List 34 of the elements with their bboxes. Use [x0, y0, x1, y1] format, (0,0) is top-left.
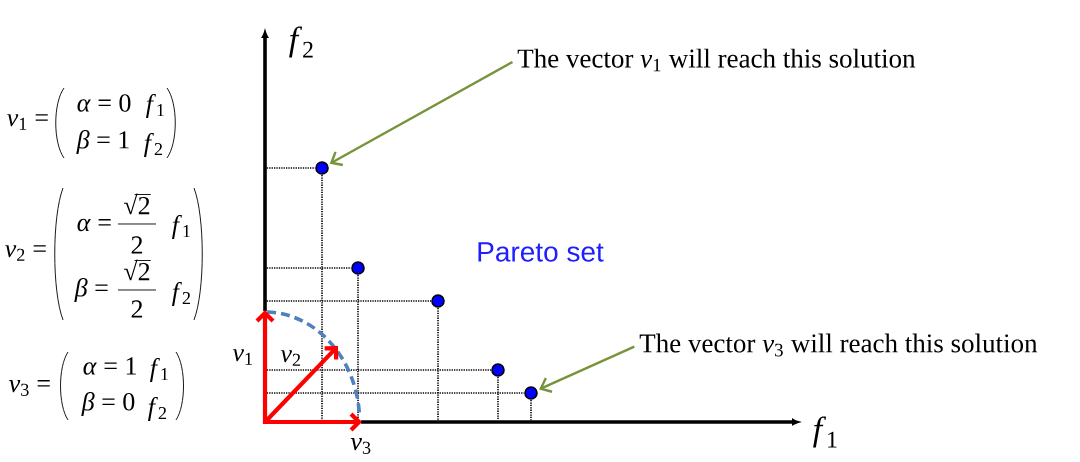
formula-text: v$_{2}$ = — [5, 245, 46, 261]
arrow — [329, 60, 514, 167]
data-point — [351, 261, 365, 275]
formula-text: f$_{2}$ — [148, 397, 166, 421]
formula-text: α = — [77, 218, 111, 232]
plot-annotation: Pareto set — [478, 242, 604, 262]
formula-text: α = 0 — [77, 94, 131, 112]
formula-text: f$_{1}$ — [150, 358, 168, 382]
axis-label: f$_{2}$ — [289, 26, 313, 58]
data-point — [431, 294, 445, 308]
formula-text: f$_{1}$ — [146, 94, 164, 118]
data-point — [524, 386, 538, 400]
formula-text: β = 0 — [81, 392, 135, 416]
arrow — [539, 345, 635, 393]
data-point — [491, 363, 505, 377]
formula-text: 2 — [131, 236, 143, 254]
formula-text: v$_{3}$ = — [9, 380, 50, 396]
formula-text: √2 — [124, 259, 152, 281]
formula-text: β = — [74, 278, 108, 302]
formula-text: f$_{2}$ — [144, 133, 162, 157]
formula-text: v$_{1}$ = — [7, 114, 48, 130]
annotation-text: The vector v$_{1}$ will reach this solution — [517, 48, 916, 72]
formula-text: 2 — [131, 300, 143, 318]
formula-text: β = 1 — [76, 130, 129, 154]
axis-label: f$_{1}$ — [813, 416, 837, 448]
annotation-text: The vector v$_{3}$ will reach this solution — [639, 333, 1038, 357]
data-point — [315, 161, 329, 175]
formula-text: √2 — [124, 193, 152, 215]
formula-text: α = 1 — [83, 357, 136, 375]
vector-label: v$_{1}$ — [232, 349, 252, 365]
formula-text: f$_{2}$ — [172, 282, 190, 306]
formula-text: f$_{1}$ — [172, 215, 190, 239]
vector-label: v$_{2}$ — [280, 350, 301, 366]
vector-label: v$_{3}$ — [350, 438, 371, 454]
